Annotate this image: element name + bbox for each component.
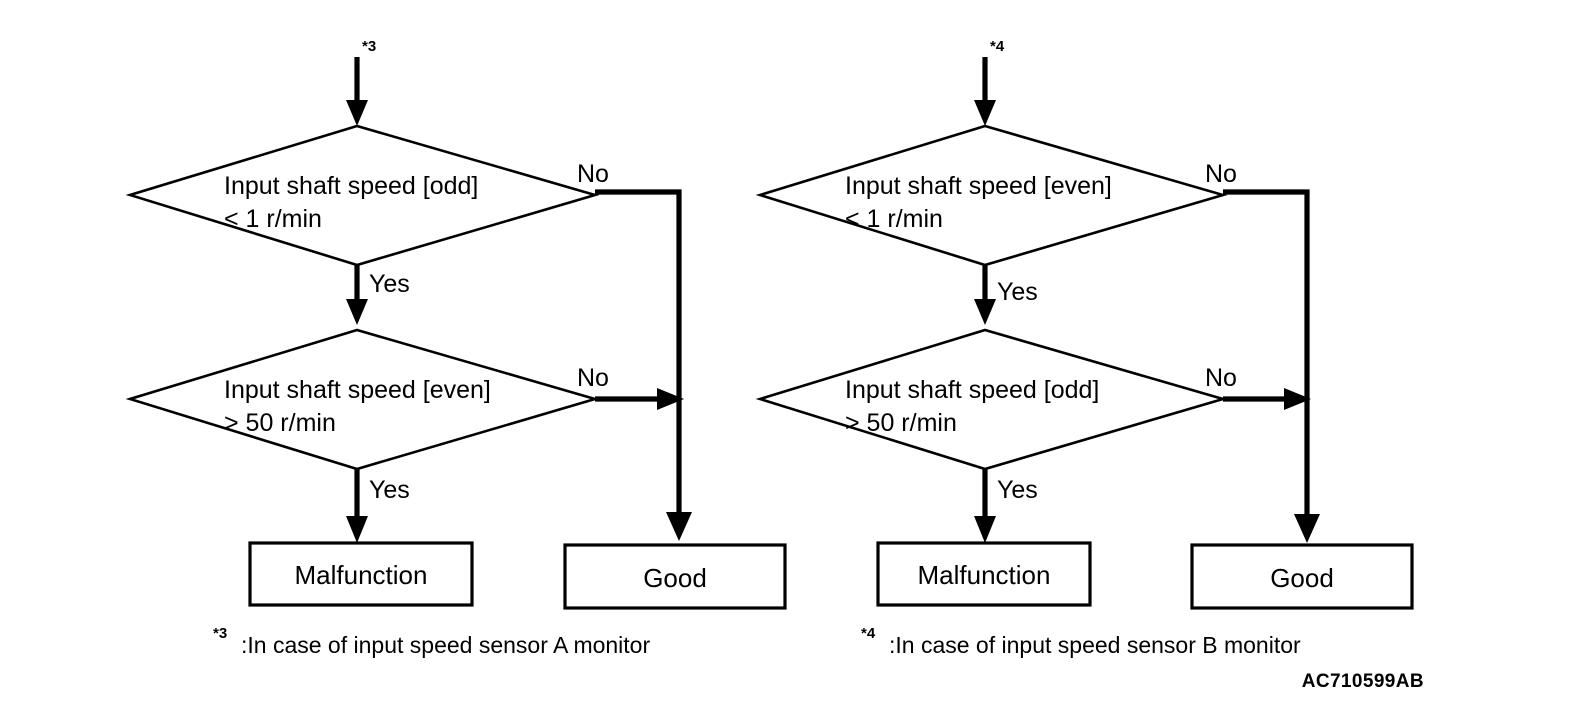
decision-1-no-connector <box>595 189 692 541</box>
terminal-good-box <box>1190 543 1414 610</box>
terminal-malfunction-box <box>248 541 474 607</box>
decision-1-yes-connector <box>974 265 996 325</box>
entry-marker-label: *3 <box>362 38 376 55</box>
decision-1-no-label: No <box>577 160 609 188</box>
decision-1-yes-label: Yes <box>997 278 1038 306</box>
decision-1-no-label: No <box>1205 160 1237 188</box>
terminal-malfunction-box <box>876 541 1092 607</box>
decision-2-line1: Input shaft speed [even] <box>224 376 491 404</box>
caption-text: :In case of input speed sensor A monitor <box>241 632 650 658</box>
decision-1-line1: Input shaft speed [even] <box>845 172 1112 200</box>
decision-1-yes-connector <box>346 265 368 325</box>
terminal-good-label: Good <box>1270 563 1334 593</box>
reference-code: AC710599AB <box>1302 671 1424 692</box>
decision-2-no-connector <box>1223 388 1311 410</box>
chart-sensor-a: *3 Input shaft speed [odd] < 1 r/min No … <box>125 38 787 658</box>
decision-1-no-connector <box>1223 189 1320 543</box>
decision-1-line2: < 1 r/min <box>224 205 322 233</box>
caption-marker: *3 <box>213 625 227 642</box>
decision-1-yes-label: Yes <box>369 270 410 298</box>
decision-2-line1: Input shaft speed [odd] <box>845 376 1099 404</box>
caption-text: :In case of input speed sensor B monitor <box>889 632 1301 658</box>
decision-1-line1: Input shaft speed [odd] <box>224 172 478 200</box>
decision-2-yes-connector <box>974 469 996 543</box>
terminal-malfunction-label: Malfunction <box>918 560 1051 590</box>
terminal-malfunction-label: Malfunction <box>295 560 428 590</box>
decision-2-no-label: No <box>1205 364 1237 392</box>
decision-2-no-label: No <box>577 364 609 392</box>
decision-2-yes-label: Yes <box>997 476 1038 504</box>
decision-2-line2: > 50 r/min <box>845 409 957 437</box>
decision-1-line2: < 1 r/min <box>845 205 943 233</box>
chart-sensor-b: *4 Input shaft speed [even] < 1 r/min No… <box>755 38 1414 658</box>
terminal-good-label: Good <box>643 563 707 593</box>
decision-2-line2: > 50 r/min <box>224 409 336 437</box>
decision-2-yes-label: Yes <box>369 476 410 504</box>
entry-arrow <box>974 57 996 126</box>
entry-marker-label: *4 <box>990 38 1005 55</box>
decision-2-yes-connector <box>346 469 368 543</box>
decision-2-no-connector <box>595 388 684 410</box>
entry-arrow <box>346 57 368 126</box>
terminal-good-box <box>563 543 787 610</box>
caption-marker: *4 <box>861 625 876 642</box>
